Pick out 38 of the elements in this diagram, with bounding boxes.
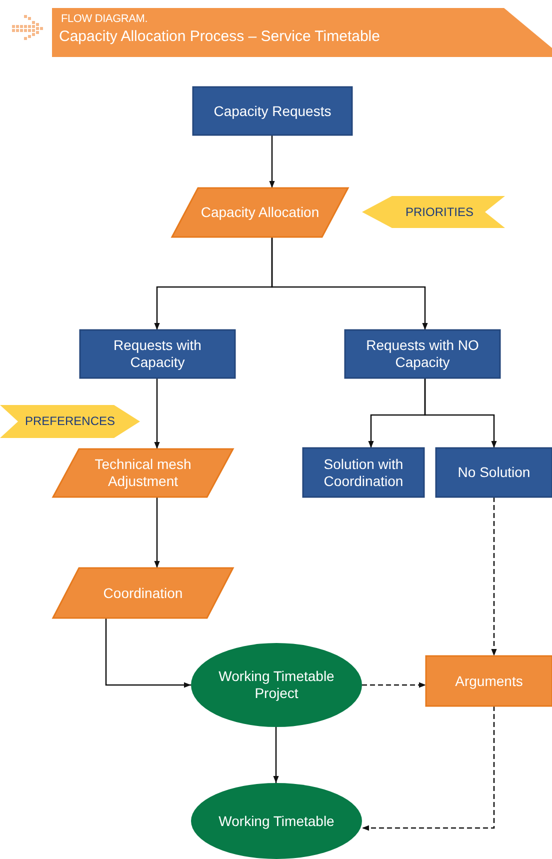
- arrow: [269, 135, 275, 188]
- arrow: [105, 618, 191, 688]
- node-text: Working Timetable: [218, 812, 334, 830]
- banner-title: Capacity Allocation Process – Service Timetable: [59, 27, 381, 46]
- node-text: No Solution: [458, 464, 530, 481]
- arrow: [273, 727, 279, 783]
- parallelogram-box: [172, 188, 348, 237]
- chevron-tag: [0, 405, 140, 438]
- node-text: Technical mesh Adjustment: [94, 456, 192, 490]
- arrow: [491, 497, 497, 656]
- arrow: [154, 497, 160, 568]
- node-text: Coordination: [103, 584, 183, 602]
- tag-text: PRIORITIES: [405, 204, 474, 220]
- tag-text: PREFERENCES: [24, 413, 116, 430]
- node-text: Arguments: [455, 672, 523, 690]
- process-box: [426, 656, 552, 706]
- process-box: [80, 330, 235, 378]
- ellipse-node: [191, 643, 362, 727]
- banner-kicker: FLOW DIAGRAM.: [61, 12, 149, 26]
- arrow: [424, 378, 497, 448]
- parallelogram-box: [53, 568, 233, 618]
- process-box: [303, 448, 424, 497]
- arrow: [362, 682, 426, 688]
- arrow: [271, 237, 428, 330]
- parallelogram-box: [53, 449, 233, 497]
- node-text: Capacity Allocation: [200, 204, 320, 221]
- arrow: [154, 378, 160, 449]
- process-box: [345, 330, 500, 378]
- node-text: Capacity Requests: [214, 102, 332, 120]
- node-text: Requests with NO Capacity: [365, 337, 480, 371]
- process-box: [436, 448, 552, 497]
- process-box: [193, 87, 352, 135]
- node-text: Requests with Capacity: [112, 337, 202, 371]
- arrow: [362, 706, 495, 831]
- node-text: Working Timetable Project: [218, 668, 336, 702]
- node-text: Solution with Coordination: [322, 456, 404, 490]
- chevron-tag: [362, 196, 505, 228]
- ellipse-node: [191, 783, 362, 859]
